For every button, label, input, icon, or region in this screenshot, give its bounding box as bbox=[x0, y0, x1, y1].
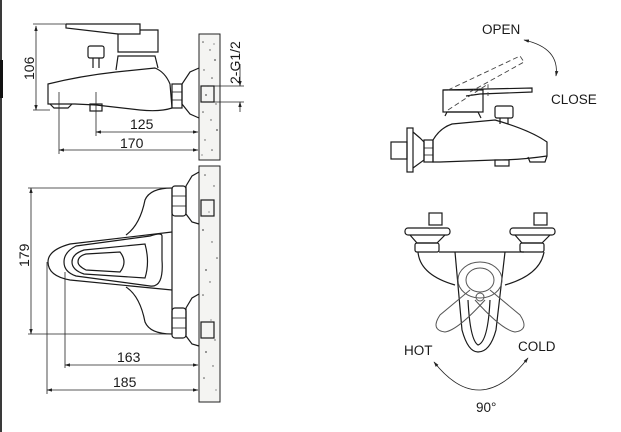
dim-179: 179 bbox=[16, 243, 32, 267]
dim-170: 170 bbox=[120, 135, 144, 151]
top-view bbox=[28, 165, 221, 403]
open-label: OPEN bbox=[482, 22, 520, 37]
wall-section-side bbox=[198, 33, 221, 161]
dim-2-g1-2: 2-G1/2 bbox=[227, 41, 243, 84]
dim-163: 163 bbox=[117, 349, 141, 365]
hot-label: HOT bbox=[404, 343, 433, 358]
lever-operation-view bbox=[390, 39, 559, 173]
cold-label: COLD bbox=[518, 339, 556, 354]
dim-125: 125 bbox=[130, 116, 154, 132]
left-border-mark bbox=[0, 60, 3, 98]
wall-section-top bbox=[198, 165, 221, 403]
rotation-label: 90° bbox=[476, 400, 496, 415]
left-border bbox=[0, 0, 2, 432]
dim-185: 185 bbox=[113, 374, 137, 390]
dim-106: 106 bbox=[21, 56, 37, 80]
temperature-operation-view bbox=[404, 212, 556, 391]
side-view bbox=[33, 23, 244, 161]
close-label: CLOSE bbox=[551, 92, 597, 107]
